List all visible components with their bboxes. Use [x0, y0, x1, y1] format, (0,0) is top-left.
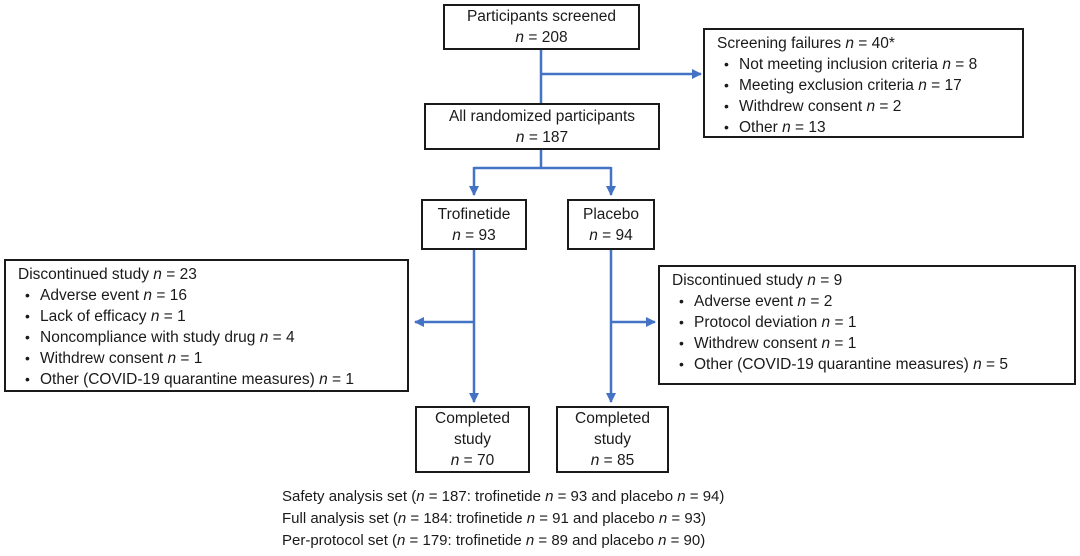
completed-trofinetide-label-1: Completed: [435, 410, 510, 427]
trofinetide-label: Trofinetide: [437, 205, 511, 223]
all-randomized-count: n = 187: [515, 128, 569, 146]
placebo-count: n = 94: [589, 226, 633, 244]
trofinetide-count: n = 93: [452, 226, 496, 244]
discontinuation-reason-item: Noncompliance with study drug n = 4: [18, 327, 399, 348]
discontinuation-reason-item: Withdrew consent n = 1: [18, 348, 399, 369]
discontinuation-reason-item: Other (COVID-19 quarantine measures) n =…: [672, 354, 1066, 375]
completed-trofinetide-label-2: study: [453, 431, 492, 448]
discontinuation-reason-item: Lack of efficacy n = 1: [18, 306, 399, 327]
trofinetide-box: Trofinetide n = 93: [421, 199, 527, 250]
discontinued-placebo-title: Discontinued study n = 9: [672, 272, 843, 289]
screening-failures-box: Screening failures n = 40* Not meeting i…: [703, 28, 1024, 138]
discontinued-trofinetide-box: Discontinued study n = 23 Adverse event …: [4, 259, 409, 392]
all-randomized-label: All randomized participants: [448, 107, 636, 125]
placebo-box: Placebo n = 94: [567, 199, 655, 250]
discontinuation-reason-item: Adverse event n = 2: [672, 291, 1066, 312]
completed-placebo-label-1: Completed: [575, 410, 650, 427]
footnote-full-analysis-set: Full analysis set (n = 184: trofinetide …: [282, 510, 707, 527]
completed-placebo-label-2: study: [593, 431, 632, 448]
discontinuation-reason-item: Other (COVID-19 quarantine measures) n =…: [18, 369, 399, 390]
completed-placebo-count: n = 85: [590, 452, 635, 469]
participants-screened-box: Participants screened n = 208: [443, 4, 640, 50]
discontinued-placebo-list: Adverse event n = 2 Protocol deviation n…: [672, 291, 1066, 375]
footnote-safety-analysis-set: Safety analysis set (n = 187: trofinetid…: [282, 488, 725, 505]
discontinued-trofinetide-list: Adverse event n = 16 Lack of efficacy n …: [18, 285, 399, 390]
analysis-sets-footnotes: Safety analysis set (n = 187: trofinetid…: [282, 486, 724, 552]
screening-failure-item: Not meeting inclusion criteria n = 8: [717, 54, 1014, 75]
all-randomized-box: All randomized participants n = 187: [424, 103, 660, 150]
screening-failures-title: Screening failures n = 40*: [717, 35, 895, 52]
footnote-per-protocol-set: Per-protocol set (n = 179: trofinetide n…: [282, 532, 706, 549]
screening-failure-item: Other n = 13: [717, 117, 1014, 138]
completed-placebo-box: Completed study n = 85: [556, 406, 669, 473]
discontinued-trofinetide-title: Discontinued study n = 23: [18, 266, 197, 283]
participants-screened-count: n = 208: [515, 29, 568, 46]
completed-trofinetide-count: n = 70: [450, 452, 495, 469]
completed-trofinetide-box: Completed study n = 70: [415, 406, 530, 473]
discontinuation-reason-item: Protocol deviation n = 1: [672, 312, 1066, 333]
screening-failures-list: Not meeting inclusion criteria n = 8 Mee…: [717, 54, 1014, 138]
discontinued-placebo-box: Discontinued study n = 9 Adverse event n…: [658, 265, 1076, 385]
screening-failure-item: Withdrew consent n = 2: [717, 96, 1014, 117]
placebo-label: Placebo: [582, 205, 639, 223]
discontinuation-reason-item: Withdrew consent n = 1: [672, 333, 1066, 354]
screening-failure-item: Meeting exclusion criteria n = 17: [717, 75, 1014, 96]
discontinuation-reason-item: Adverse event n = 16: [18, 285, 399, 306]
participants-screened-label: Participants screened: [466, 8, 617, 25]
